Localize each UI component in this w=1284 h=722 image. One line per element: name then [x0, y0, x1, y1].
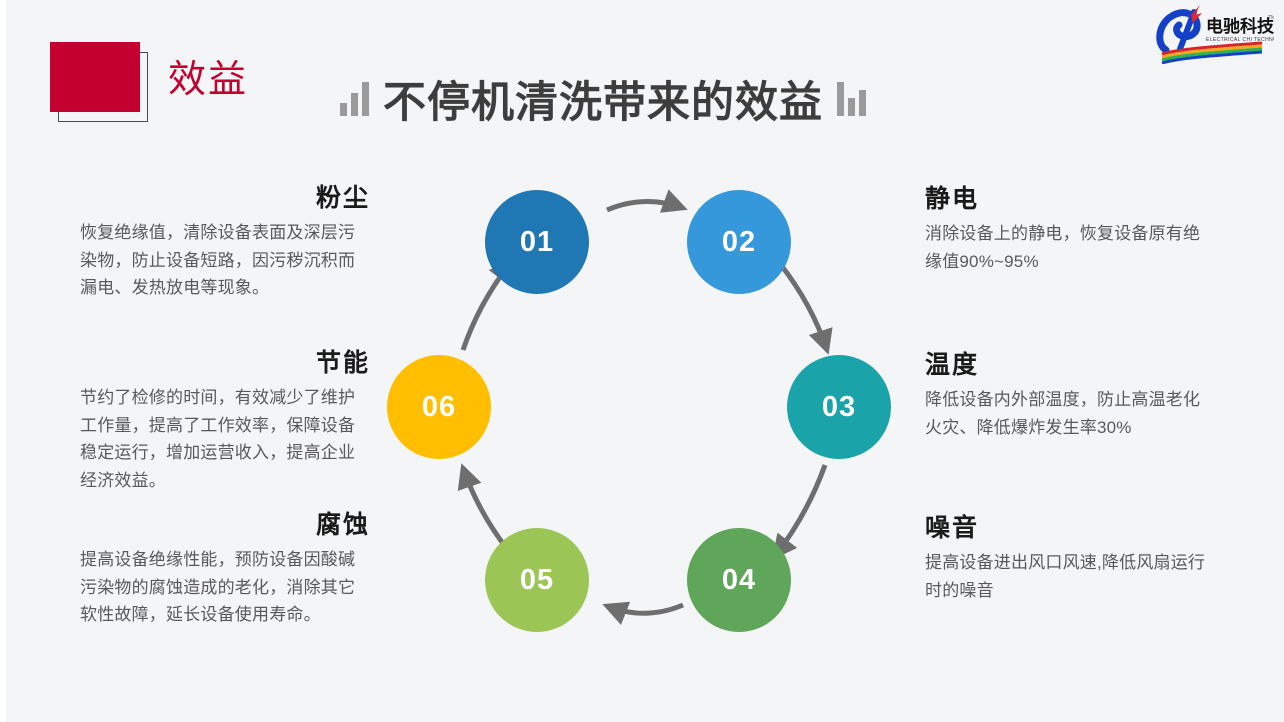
cycle-node-06[interactable]: 06 — [387, 355, 491, 459]
svg-text:ELECTRICAL CHI TECHNOLOGY: ELECTRICAL CHI TECHNOLOGY — [1206, 37, 1274, 43]
benefit-body: 节约了检修的时间，有效减少了维护工作量，提高了工作效率，保障设备稳定运行，增加运… — [80, 388, 356, 490]
cycle-node-number: 04 — [721, 563, 757, 596]
benefit-body: 提高设备绝缘性能，预防设备因酸碱污染物的腐蚀造成的老化，消除其它软性故障，延长设… — [80, 550, 356, 625]
left-edge-strip — [0, 0, 6, 722]
benefit-body: 恢复绝缘值，清除设备表面及深层污染物，防止设备短路，因污秽沉积而漏电、发热放电等… — [80, 223, 356, 298]
benefit-heading: 粉尘 — [315, 184, 370, 212]
badge-filled-square — [50, 42, 140, 112]
benefit-heading: 节能 — [315, 349, 370, 377]
cycle-node-number: 05 — [519, 563, 555, 596]
cycle-diagram: 01 02 03 04 05 06 — [375, 170, 915, 645]
arrow-01-02 — [606, 189, 688, 213]
benefit-item-corrosion: 腐蚀 提高设备绝缘性能，预防设备因酸碱污染物的腐蚀造成的老化，消除其它软性故障，… — [80, 510, 370, 629]
page-title: 不停机清洗带来的效益 — [383, 79, 823, 127]
benefit-heading: 腐蚀 — [315, 511, 370, 539]
arrow-03-04 — [771, 464, 828, 560]
benefit-item-noise: 噪音 提高设备进出风口风速,降低风扇运行时的噪音 — [925, 513, 1215, 604]
cycle-node-number: 06 — [421, 390, 457, 423]
cycle-node-05[interactable]: 05 — [485, 528, 589, 632]
benefit-heading: 静电 — [925, 185, 980, 213]
svg-text:TM: TM — [1268, 15, 1274, 21]
svg-text:电驰科技: 电驰科技 — [1206, 16, 1274, 36]
benefit-item-static: 静电 消除设备上的静电，恢复设备原有绝缘值90%~95% — [925, 184, 1215, 275]
section-badge-label: 效益 — [168, 59, 249, 101]
cycle-node-number: 01 — [519, 225, 555, 258]
title-block: 不停机清洗带来的效益 — [340, 68, 866, 130]
benefit-body: 降低设备内外部温度，防止高温老化火灾、降低爆炸发生率30% — [925, 390, 1201, 437]
benefit-item-dust: 粉尘 恢复绝缘值，清除设备表面及深层污染物，防止设备短路，因污秽沉积而漏电、发热… — [80, 183, 370, 302]
benefit-body: 消除设备上的静电，恢复设备原有绝缘值90%~95% — [925, 224, 1201, 271]
benefit-body: 提高设备进出风口风速,降低风扇运行时的噪音 — [925, 553, 1206, 600]
cycle-node-number: 03 — [821, 390, 857, 423]
section-badge — [50, 42, 170, 134]
arrow-04-05 — [602, 601, 684, 625]
benefit-heading: 温度 — [925, 351, 980, 379]
benefit-heading: 噪音 — [925, 514, 980, 542]
bar-chart-icon — [340, 82, 369, 116]
benefit-item-temperature: 温度 降低设备内外部温度，防止高温老化火灾、降低爆炸发生率30% — [925, 350, 1215, 441]
cycle-node-04[interactable]: 04 — [687, 528, 791, 632]
cycle-node-01[interactable]: 01 — [485, 190, 589, 294]
bar-chart-icon — [837, 82, 866, 116]
cycle-node-03[interactable]: 03 — [787, 355, 891, 459]
benefit-item-energy: 节能 节约了检修的时间，有效减少了维护工作量，提高了工作效率，保障设备稳定运行，… — [80, 348, 370, 494]
cycle-node-02[interactable]: 02 — [687, 190, 791, 294]
dianchi-technology-logo: 电驰科技 ELECTRICAL CHI TECHNOLOGY TM — [1150, 2, 1284, 65]
arrow-02-03 — [779, 263, 833, 355]
cycle-node-number: 02 — [721, 225, 757, 258]
